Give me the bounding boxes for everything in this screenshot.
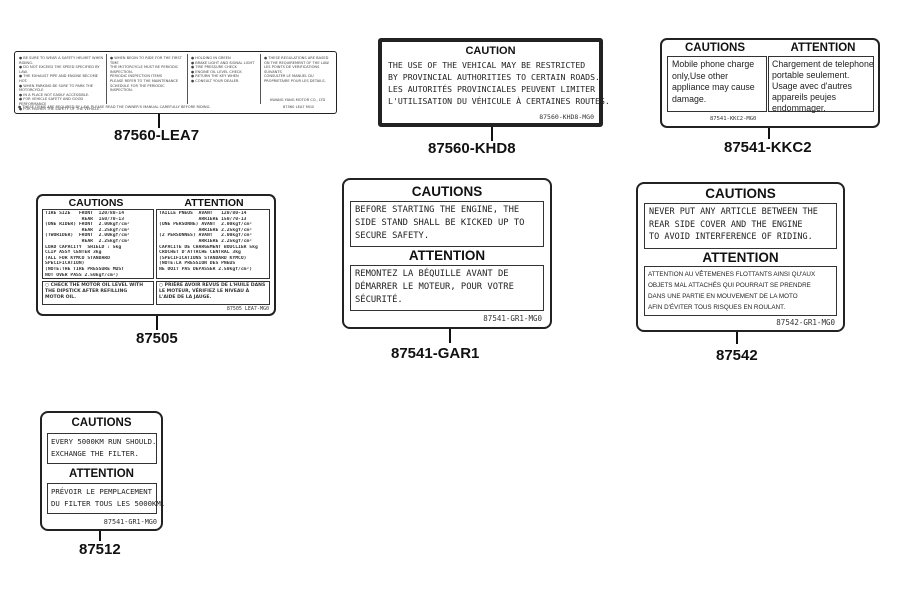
tire-spec-fr-row: (NOTE:LA PRESSION DES PNEUS [159,261,236,267]
lea7-col-3-text: ● HOLDING IN GREEN ● BRAKE LIGHT AND SIG… [191,56,255,83]
kkc2-text-left: Mobile phone charge only,Use other appli… [672,59,755,104]
sticker-87541-kkc2: CAUTIONS ATTENTION Mobile phone charge o… [660,38,880,128]
s512-leader-line [99,531,101,541]
tire-spec-en-row: REAR 2.25kgf/cm² [45,238,130,244]
tire-oil-box-right: ○ PRIÈRE AVOIR REVUS DE L'HUILE DANS LE … [156,281,270,305]
lea7-footer: ● THESE ITEMS ARE REQUIRED BY LAW. PLEAS… [18,105,211,109]
tire-oil-text-en: ○ CHECK THE MOTOR OIL LEVEL WITH THE DIP… [45,283,144,300]
kkc2-text-right: Chargement de telephone portable seuleme… [772,59,874,113]
gar1-box-attention: REMONTEZ LA BÉQUILLE AVANT DE DÉMARRER L… [350,265,544,311]
tire-spec-fr-row: ARRIÈRE 2.25kgf/cm² [159,227,253,233]
tire-spec-en-row: REAR 2.25kgf/cm² [45,227,130,233]
gar1-header-attention: ATTENTION [408,248,486,263]
tire-spec-fr-row: ARRIÈRE 150/70-13 [159,216,247,222]
tire-spec-fr-row: ARRIÈRE 2.25kgf/cm² [159,238,253,244]
sticker-87512: CAUTIONS EVERY 5000KM RUN SHOULD. EXCHAN… [40,411,166,531]
gar1-header-cautions: CAUTIONS [411,184,483,199]
tire-spec-en-row: (NOTE:THE TIRE PRESSURE MUST [45,266,125,272]
tire-oil-box-left: ○ CHECK THE MOTOR OIL LEVEL WITH THE DIP… [42,281,154,305]
tire-header-cautions: CAUTIONS [68,197,124,209]
s512-box-cautions: EVERY 5000KM RUN SHOULD. EXCHANGE THE FI… [47,433,157,464]
kkc2-header-cautions: CAUTIONS [684,42,746,54]
part-number-87512: 87512 [79,541,121,558]
tire-oil-text-fr: ○ PRIÈRE AVOIR REVUS DE L'HUILE DANS LE … [159,283,266,300]
s542-text-cautions: NEVER PUT ANY ARTICLE BETWEEN THE REAR S… [649,207,818,242]
tire-spec-list-en: TIRE SIZE FRONT 120/80-14 REAR 150/70-13… [45,211,151,278]
tire-header-attention: ATTENTION [184,197,244,209]
gar1-box-cautions: BEFORE STARTING THE ENGINE, THE SIDE STA… [350,201,544,247]
tire-spec-en-row: NOT OVER PASS 2.50kgf/cm²) [45,272,119,278]
tire-spec-fr-row: TAILLE PNEUS AVANT 120/80-14 [159,211,247,216]
sticker-87541-gar1: CAUTIONS BEFORE STARTING THE ENGINE, THE… [342,178,552,329]
s512-header-attention: ATTENTION [69,468,134,480]
sticker-87542: CAUTIONS NEVER PUT ANY ARTICLE BETWEEN T… [636,182,845,332]
lea7-company: KWANG YANG MOTOR CO., LTD [270,98,326,102]
tire-spec-fr-row: (2 PERSONNES) AVANT 2.00kgf/cm² [159,233,253,239]
tire-spec-en-row: CLIP ASSY CENTER 3kg [45,250,102,256]
s542-code: 87542-GR1-MG0 [776,318,835,327]
gar1-code: 87541-GR1-MG0 [483,314,542,323]
s512-header-cautions: CAUTIONS [71,417,132,429]
s542-box-cautions: NEVER PUT ANY ARTICLE BETWEEN THE REAR S… [644,203,837,249]
sticker-87560-khd8: CAUTION THE USE OF THE VEHICAL MAY BE RE… [378,38,610,127]
lea7-leader-line [158,114,160,128]
s542-header-attention: ATTENTION [702,250,779,265]
s512-code: 87541-GR1-MG0 [103,518,157,526]
s542-leader-line [736,332,738,344]
tire-spec-fr-row: NE DOIT PAS DÉPASSER 2.50kgf/cm²) [159,266,253,272]
tire-code: 87505 LEA7-MG0 [226,306,269,312]
part-number-87560-lea7: 87560-LEA7 [114,127,200,144]
s542-text-attention: ATTENTION AU VÊTEMENES FLOTTANTS AINSI Q… [648,271,816,311]
sticker-87560-lea7: ● BE SURE TO WEAR A SAFETY HELMET WHEN R… [14,51,337,114]
kkc2-box-left: Mobile phone charge only,Use other appli… [667,56,767,112]
part-number-87541-gar1: 87541-GAR1 [391,345,480,362]
tire-spec-en-row: LOAD CAPACITY SHIELD : 5kg [45,244,122,250]
lea7-col-1-text: ● BE SURE TO WEAR A SAFETY HELMET WHEN R… [19,56,104,111]
khd8-leader-line [491,127,493,141]
lea7-col-2-text: ● WHEN BEGIN TO RIDE FOR THE FIRST TIME … [110,56,182,93]
lea7-code: 87560 LEA7 MG0 [283,105,314,109]
lea7-col-1: ● BE SURE TO WEAR A SAFETY HELMET WHEN R… [17,54,107,111]
kkc2-header-attention: ATTENTION [790,42,856,54]
tire-spec-fr-row: (SPÉCIFICATIONS STANDARD KYMCO) [159,255,247,261]
tire-spec-fr-row: (UNE PERSONNE) AVANT 2.00kgf/cm² [159,222,253,228]
khd8-header: CAUTION [465,45,516,57]
gar1-leader-line [449,329,451,343]
s542-box-attention: ATTENTION AU VÊTEMENES FLOTTANTS AINSI Q… [644,266,837,316]
tire-spec-box-left: TIRE SIZE FRONT 120/80-14 REAR 150/70-13… [42,209,154,279]
khd8-text: THE USE OF THE VEHICAL MAY BE RESTRICTED… [388,60,610,106]
lea7-col-2: ● WHEN BEGIN TO RIDE FOR THE FIRST TIME … [108,54,188,104]
lea7-col-4: ● THESE REGULATIONS ARE BASED ON THE REQ… [262,54,334,104]
sticker-87505-tire-info: CAUTIONS ATTENTION TIRE SIZE FRONT 120/8… [36,194,276,316]
s512-box-attention: PRÉVOIR LE PEMPLACEMENT DU FILTER TOUS L… [47,483,166,514]
lea7-col-4-text: ● THESE REGULATIONS ARE BASED ON THE REQ… [264,56,330,83]
tire-spec-en-row: SPECIFICATION) [45,261,85,267]
tire-spec-en-row: (TWORIDER) FRONT 2.00kgf/cm² [45,233,130,239]
tire-spec-fr-row: CROCHET D'ATTACHE CENTRAL 3kg [159,250,241,256]
tire-spec-en-row: REAR 150/70-13 [45,216,125,222]
part-number-87560-khd8: 87560-KHD8 [428,140,516,157]
gar1-text-cautions: BEFORE STARTING THE ENGINE, THE SIDE STA… [355,205,525,241]
tire-leader-line [156,316,158,330]
s512-text-attention: PRÉVOIR LE PEMPLACEMENT DU FILTER TOUS L… [51,487,166,508]
tire-spec-box-right: TAILLE PNEUS AVANT 120/80-14 ARRIÈRE 150… [156,209,270,279]
part-number-87505: 87505 [136,330,178,347]
kkc2-leader-line [768,128,770,139]
tire-spec-en-row: TIRE SIZE FRONT 120/80-14 [45,211,125,216]
lea7-col-3: ● HOLDING IN GREEN ● BRAKE LIGHT AND SIG… [189,54,261,104]
tire-spec-list-fr: TAILLE PNEUS AVANT 120/80-14 ARRIÈRE 150… [159,211,267,273]
kkc2-code: 87541-KKC2-MG0 [710,116,757,122]
tire-spec-en-row: (ONE RIDER) FRONT 2.00kgf/cm² [45,222,130,228]
tire-spec-fr-row: CAPACITÉ DE CHARGEMENT BOUCLIER 5kg [159,244,258,250]
gar1-text-attention: REMONTEZ LA BÉQUILLE AVANT DE DÉMARRER L… [355,269,514,305]
part-number-87541-kkc2: 87541-KKC2 [724,139,812,156]
kkc2-box-right: Chargement de telephone portable seuleme… [768,56,874,113]
s542-header-cautions: CAUTIONS [705,186,776,201]
khd8-code: 87560-KHD8-MG0 [539,113,594,121]
tire-spec-en-row: (ALL FOR KYMCO STANDARD [45,255,110,261]
part-number-87542: 87542 [716,347,758,364]
s512-text-cautions: EVERY 5000KM RUN SHOULD. EXCHANGE THE FI… [51,437,157,458]
